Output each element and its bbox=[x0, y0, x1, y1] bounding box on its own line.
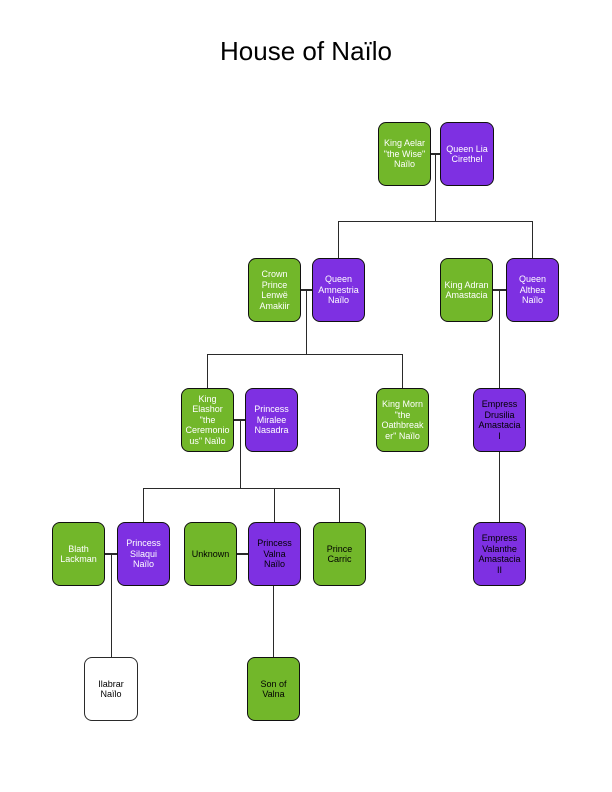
person-name: Prince Carric bbox=[326, 543, 353, 565]
person-queen-lia: Queen Lia Cirethel bbox=[440, 122, 494, 186]
connector-line bbox=[207, 354, 403, 355]
person-king-elashor: King Elashor "the Ceremonious" Naïlo bbox=[181, 388, 234, 452]
connector-line bbox=[143, 488, 144, 522]
person-son-of-valna: Son of Valna bbox=[247, 657, 300, 721]
person-name: King Adran Amastacia bbox=[444, 279, 489, 301]
person-name: Crown Prince Lenwë Amakiir bbox=[259, 269, 290, 311]
person-ilabrar: Ilabrar Naïlo bbox=[84, 657, 138, 721]
connector-line bbox=[143, 488, 340, 489]
person-empress-valanthe: Empress Valanthe Amastacia II bbox=[473, 522, 526, 586]
connector-line bbox=[402, 354, 403, 388]
person-name: King Morn "the Oathbreaker" Naïlo bbox=[381, 399, 424, 441]
page-title: House of Naïlo bbox=[220, 36, 392, 66]
person-princess-valna: Princess Valna Naïlo bbox=[248, 522, 301, 586]
connector-line bbox=[435, 154, 436, 221]
person-name: Queen Althea Naïlo bbox=[518, 274, 547, 306]
person-name: Ilabrar Naïlo bbox=[98, 678, 124, 700]
connector-line bbox=[338, 221, 533, 222]
connector-line bbox=[499, 290, 500, 388]
person-name: Princess Miralee Nasadra bbox=[254, 404, 289, 436]
person-name: Empress Drusilia Amastacia I bbox=[478, 399, 521, 441]
person-princess-miralee: Princess Miralee Nasadra bbox=[245, 388, 298, 452]
person-princess-silaqui: Princess Silaqui Naïlo bbox=[117, 522, 170, 586]
person-name: Princess Silaqui Naïlo bbox=[126, 538, 161, 570]
person-name: Queen Amnestria Naïlo bbox=[318, 274, 359, 306]
person-name: Blath Lackman bbox=[60, 543, 97, 565]
connector-line bbox=[207, 354, 208, 388]
connector-line bbox=[105, 553, 117, 555]
connector-line bbox=[240, 420, 241, 488]
person-name: Queen Lia Cirethel bbox=[446, 143, 488, 165]
person-king-morn: King Morn "the Oathbreaker" Naïlo bbox=[376, 388, 429, 452]
person-blath-lackman: Blath Lackman bbox=[52, 522, 105, 586]
person-queen-amnestria: Queen Amnestria Naïlo bbox=[312, 258, 365, 322]
person-name: King Elashor "the Ceremonious" Naïlo bbox=[185, 393, 230, 446]
connector-line bbox=[532, 221, 533, 258]
connector-line bbox=[274, 488, 275, 522]
person-queen-althea: Queen Althea Naïlo bbox=[506, 258, 559, 322]
connector-line bbox=[306, 290, 307, 354]
person-name: King Aelar "the Wise" Naïlo bbox=[383, 138, 426, 170]
connector-line bbox=[111, 555, 112, 657]
connector-line bbox=[499, 452, 500, 522]
person-prince-carric: Prince Carric bbox=[313, 522, 366, 586]
person-king-adran: King Adran Amastacia bbox=[440, 258, 493, 322]
person-king-aelar: King Aelar "the Wise" Naïlo bbox=[378, 122, 431, 186]
connector-line bbox=[338, 221, 339, 258]
person-crown-prince-lenwe: Crown Prince Lenwë Amakiir bbox=[248, 258, 301, 322]
connector-line bbox=[237, 553, 248, 555]
connector-line bbox=[273, 586, 274, 657]
person-name: Unknown bbox=[191, 548, 230, 559]
person-name: Princess Valna Naïlo bbox=[257, 538, 292, 570]
person-empress-drusilia: Empress Drusilia Amastacia I bbox=[473, 388, 526, 452]
person-name: Empress Valanthe Amastacia II bbox=[478, 533, 521, 575]
person-unknown: Unknown bbox=[184, 522, 237, 586]
person-name: Son of Valna bbox=[260, 678, 287, 700]
connector-line bbox=[234, 419, 245, 421]
connector-line bbox=[339, 488, 340, 522]
